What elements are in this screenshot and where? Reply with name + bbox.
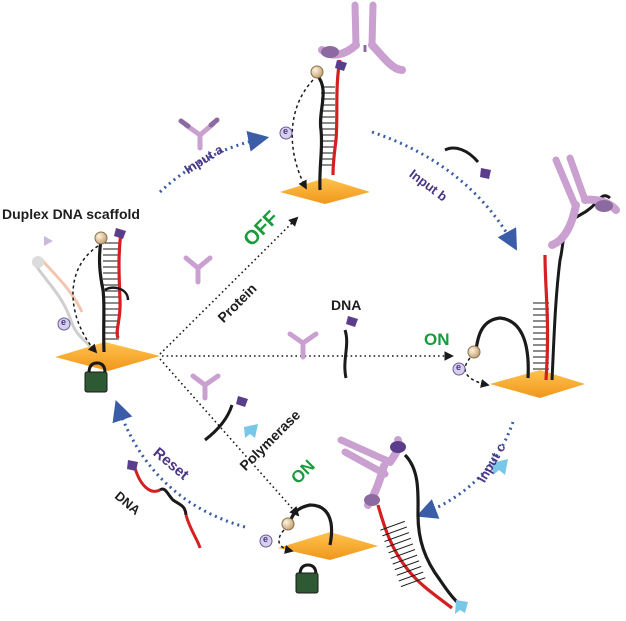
polymerase-input-c xyxy=(492,459,508,475)
electron-label-bottom: e xyxy=(263,534,269,544)
electron-label-top: e xyxy=(283,126,289,136)
state-off-top xyxy=(279,1,406,204)
arrow-input-a xyxy=(158,131,270,194)
state-on-bottom xyxy=(259,503,378,594)
cycle-arrows xyxy=(112,130,518,529)
antibody-input-a xyxy=(178,117,220,151)
middle-reagents xyxy=(183,255,358,379)
arrow-input-b xyxy=(371,130,518,251)
tag-icon xyxy=(114,228,126,239)
state-on-right xyxy=(452,154,620,398)
polymerase-icon xyxy=(244,424,258,438)
redox-bead xyxy=(94,231,108,245)
gold-electrode-left xyxy=(55,342,160,371)
electron-label-right: e xyxy=(456,362,462,372)
reset-dna xyxy=(127,460,202,549)
gold-electrode-bottom xyxy=(278,532,378,560)
arrow-to-off xyxy=(159,216,299,355)
scaffold-title: Duplex DNA scaffold xyxy=(2,206,140,222)
label-on-right: ON xyxy=(424,330,450,349)
scaffold-left xyxy=(32,228,160,393)
free-complex-bottom-right xyxy=(337,436,468,614)
gold-electrode-top xyxy=(280,178,370,204)
lock-icon xyxy=(84,371,108,393)
arrow-input-c xyxy=(416,421,515,519)
lock-icon-bottom xyxy=(295,572,319,594)
gold-electrode-right xyxy=(490,370,585,398)
arrow-reset xyxy=(112,400,246,529)
electron-label-left: e xyxy=(61,317,67,327)
polymerase-reagents xyxy=(190,373,258,442)
dna-input-b xyxy=(444,146,491,179)
label-dna-middle: DNA xyxy=(331,297,362,313)
